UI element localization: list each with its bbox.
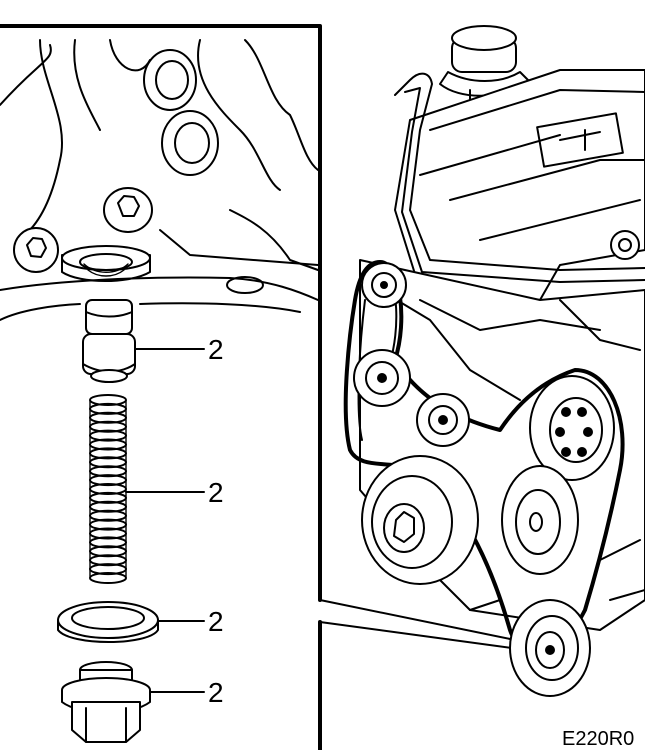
water-pump-pulley [529,375,615,481]
spring [89,394,127,584]
idler-pulley-middle [353,349,411,407]
crankshaft-pulley [509,599,591,697]
idler-pulley-upper [361,262,407,308]
engine-assembly [343,25,645,697]
transmission-housing [0,39,319,321]
figure-code: E220R0 [562,728,634,750]
callout-label-drain-plug: 2 [208,677,224,708]
tensioner-pulley [416,393,470,447]
alternator-pulley [361,455,479,585]
drain-plug [61,661,151,743]
callout-label-plunger: 2 [208,334,224,365]
callout-leaders [125,348,205,693]
oil-filler-cap [439,25,531,123]
washer [57,601,159,643]
callout-label-washer: 2 [208,606,224,637]
compressor-pulley [501,465,579,575]
callout-label-spring: 2 [208,477,224,508]
plunger [82,299,136,383]
detail-panel-frame [0,24,516,750]
